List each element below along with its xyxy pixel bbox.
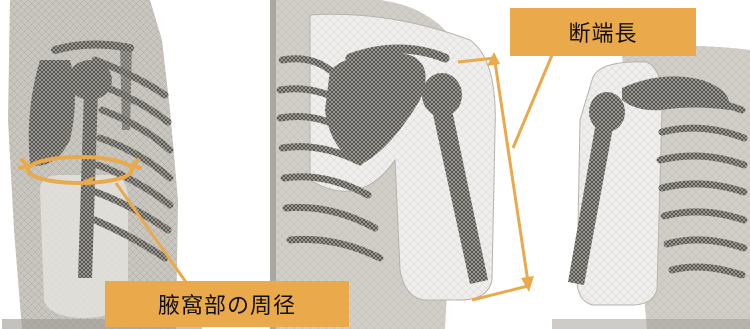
panel-front-view [0,0,262,329]
axillary-circumference-label: 腋窩部の周径 [105,281,349,327]
panel-side-view [270,0,532,329]
side-view-illustration [270,0,532,329]
stump-length-label: 断端長 [510,8,696,56]
front-view-illustration [0,0,262,329]
sternum [120,45,132,130]
